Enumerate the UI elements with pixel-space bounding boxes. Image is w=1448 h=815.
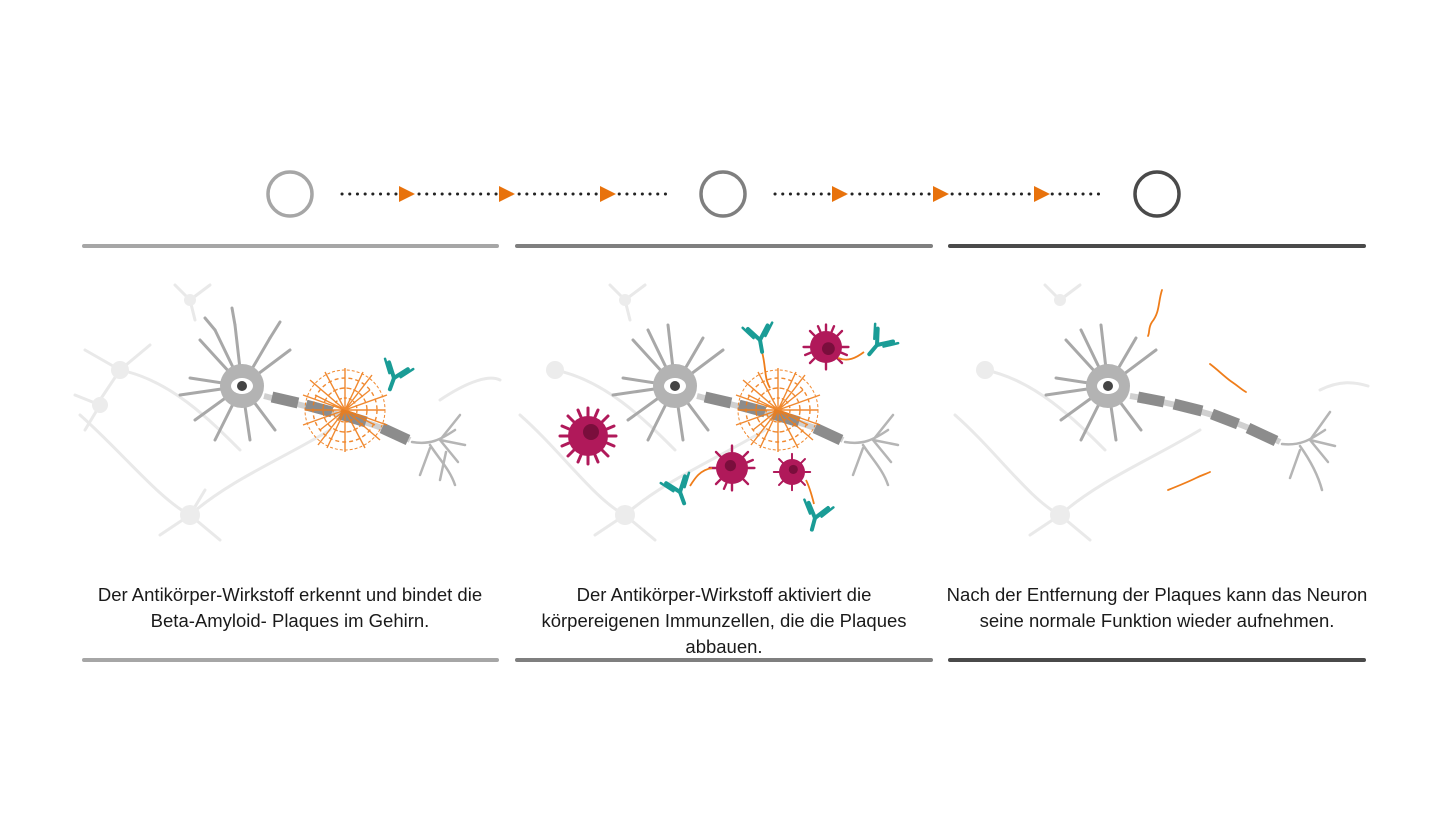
immune-cell [708, 444, 756, 492]
panel-3-illustration [953, 283, 1370, 542]
arrow-marker [933, 186, 949, 202]
antibody [855, 321, 901, 366]
immune-cell [558, 406, 618, 466]
caption-line: Nach der Entfernung der Plaques kann das… [946, 584, 1368, 605]
caption-line: Der Antikörper-Wirkstoff aktiviert die [576, 584, 872, 605]
arrow-marker [832, 186, 848, 202]
progress-row [266, 170, 1181, 218]
caption-line: Der Antikörper-Wirkstoff erkennt und bin… [97, 584, 483, 605]
arrow-marker [499, 186, 515, 202]
step-2-marker [699, 170, 747, 218]
arrow-marker [399, 186, 415, 202]
neuron [178, 306, 467, 487]
immune-cell [772, 452, 812, 492]
amyloid-plaque [735, 368, 821, 452]
step-1-marker [266, 170, 314, 218]
antibody [740, 320, 779, 357]
step-1-caption: Der Antikörper-Wirkstoff erkennt und bin… [72, 582, 508, 634]
amyloid-plaque [302, 368, 388, 452]
neuron [611, 323, 900, 487]
step-3-marker [1133, 170, 1181, 218]
arrow-marker [600, 186, 616, 202]
plaque-fragments [1147, 289, 1247, 491]
panel-2-illustration [518, 283, 901, 542]
panel-1-illustration [73, 283, 502, 542]
caption-line: körpereigenen Immunzellen, die die Plaqu… [541, 610, 907, 631]
step-3-caption: Nach der Entfernung der Plaques kann das… [939, 582, 1375, 634]
caption-line: abbauen. [685, 636, 763, 657]
neuron [1044, 323, 1337, 492]
antibody [795, 497, 836, 536]
caption-line: Beta-Amyloid- Plaques im Gehirn. [150, 610, 430, 631]
antibody [373, 356, 416, 397]
background-neurons [518, 283, 767, 542]
background-neurons [73, 283, 502, 542]
arrow-marker [1034, 186, 1050, 202]
step-2-caption: Der Antikörper-Wirkstoff aktiviert die k… [506, 582, 942, 660]
immune-cell [802, 323, 850, 371]
caption-line: seine normale Funktion wieder aufnehmen. [979, 610, 1335, 631]
background-neurons [953, 283, 1370, 542]
